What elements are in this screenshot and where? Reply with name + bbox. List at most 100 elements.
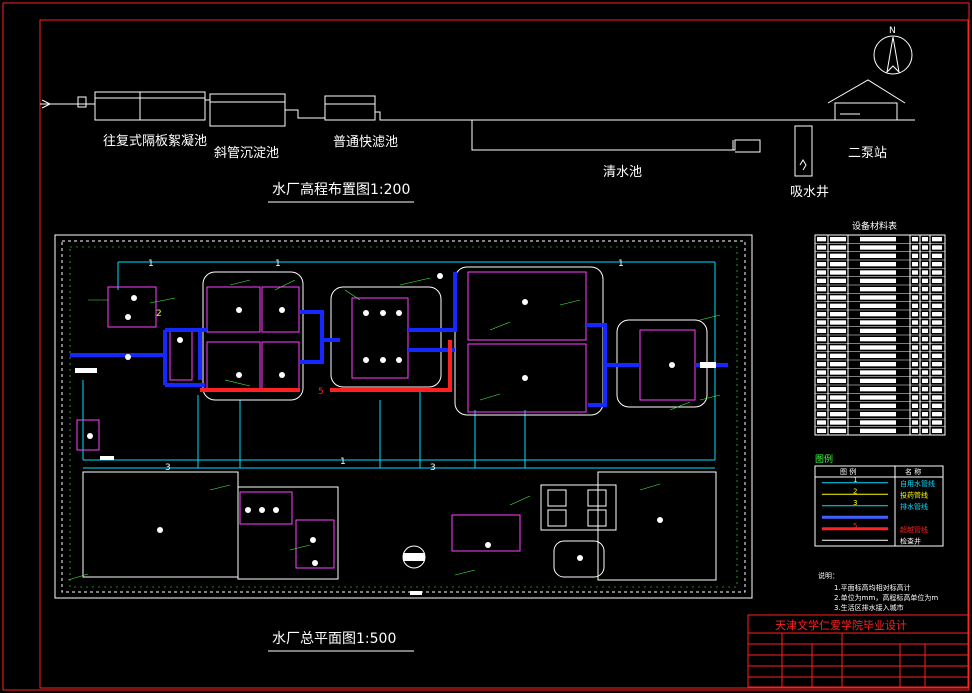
table-cell-glyph — [817, 420, 826, 425]
table-cell-glyph — [817, 412, 826, 417]
table-cell-glyph — [912, 403, 918, 408]
table-cell-glyph — [860, 337, 896, 342]
table-cell-glyph — [860, 412, 896, 417]
table-cell-glyph — [860, 312, 896, 317]
table-cell-glyph — [830, 403, 846, 408]
legend-row-name: 排水管线 — [900, 502, 928, 511]
table-cell-glyph — [830, 303, 846, 308]
table-cell-glyph — [912, 353, 918, 358]
table-cell-glyph — [860, 237, 896, 242]
table-cell-glyph — [817, 403, 826, 408]
table-cell-glyph — [912, 253, 918, 258]
table-cell-glyph — [860, 245, 896, 250]
table-cell-glyph — [932, 428, 942, 433]
table-cell-glyph — [932, 312, 942, 317]
table-cell-glyph — [860, 353, 896, 358]
table-cell-glyph — [860, 328, 896, 333]
legend-row-number: 5 — [853, 522, 857, 530]
table-cell-glyph — [912, 237, 918, 242]
table-cell-glyph — [912, 245, 918, 250]
table-cell-glyph — [830, 378, 846, 383]
table-cell-glyph — [830, 237, 846, 242]
table-cell-glyph — [932, 403, 942, 408]
legend-header-name: 名 称 — [905, 467, 921, 476]
table-cell-glyph — [817, 237, 826, 242]
table-cell-glyph — [922, 270, 928, 275]
table-cell-glyph — [830, 420, 846, 425]
table-cell-glyph — [817, 270, 826, 275]
table-cell-glyph — [922, 328, 928, 333]
table-cell-glyph — [922, 303, 928, 308]
equipment-table-rows — [815, 237, 945, 433]
table-cell-glyph — [830, 353, 846, 358]
table-cell-glyph — [817, 362, 826, 367]
table-cell-glyph — [860, 428, 896, 433]
table-cell-glyph — [912, 287, 918, 292]
table-cell-glyph — [860, 395, 896, 400]
legend-row-name: 超越管线 — [900, 525, 928, 534]
table-cell-glyph — [817, 328, 826, 333]
note-3: 3.生活区排水接入城市 — [834, 603, 904, 612]
legend-row-name: 检查井 — [900, 536, 921, 545]
table-cell-glyph — [922, 362, 928, 367]
table-cell-glyph — [830, 412, 846, 417]
table-cell-glyph — [932, 387, 942, 392]
pipe-number-1d: 1 — [340, 457, 346, 467]
table-cell-glyph — [922, 370, 928, 375]
table-cell-glyph — [912, 337, 918, 342]
plan-title: 水厂总平面图1:500 — [272, 631, 396, 647]
table-cell-glyph — [932, 345, 942, 350]
table-cell-glyph — [922, 278, 928, 283]
table-cell-glyph — [860, 262, 896, 267]
pipe-number-1c: 1 — [618, 259, 624, 269]
legend-row-name: 自用水管线 — [900, 479, 935, 488]
table-cell-glyph — [912, 270, 918, 275]
table-cell-glyph — [830, 387, 846, 392]
table-cell-glyph — [922, 353, 928, 358]
table-cell-glyph — [912, 303, 918, 308]
table-cell-glyph — [817, 253, 826, 258]
table-cell-glyph — [817, 295, 826, 300]
table-cell-glyph — [817, 303, 826, 308]
table-cell-glyph — [922, 337, 928, 342]
table-cell-glyph — [932, 370, 942, 375]
table-cell-glyph — [830, 320, 846, 325]
table-cell-glyph — [860, 362, 896, 367]
table-cell-glyph — [922, 412, 928, 417]
table-cell-glyph — [830, 428, 846, 433]
table-cell-glyph — [922, 237, 928, 242]
legend-table: 图 例 名 称 — [814, 465, 944, 547]
table-cell-glyph — [932, 328, 942, 333]
compass-north-label: N — [889, 26, 896, 36]
pipe-number-3b: 3 — [430, 463, 436, 473]
legend-header-symbol: 图 例 — [840, 467, 856, 476]
equipment-table-title: 设备材料表 — [852, 220, 897, 232]
table-cell-glyph — [932, 278, 942, 283]
table-cell-glyph — [817, 428, 826, 433]
table-cell-glyph — [922, 262, 928, 267]
table-cell-glyph — [922, 428, 928, 433]
table-cell-glyph — [830, 345, 846, 350]
inner-frame — [39, 19, 969, 689]
table-cell-glyph — [830, 245, 846, 250]
table-cell-glyph — [860, 303, 896, 308]
table-cell-glyph — [817, 395, 826, 400]
table-cell-glyph — [817, 287, 826, 292]
table-cell-glyph — [830, 287, 846, 292]
table-cell-glyph — [817, 245, 826, 250]
table-cell-glyph — [830, 253, 846, 258]
pipe-number-1a: 1 — [148, 259, 154, 269]
table-cell-glyph — [922, 295, 928, 300]
table-cell-glyph — [830, 370, 846, 375]
table-cell-glyph — [830, 328, 846, 333]
title-block: 天津文学仁爱学院毕业设计 — [747, 614, 969, 688]
table-cell-glyph — [817, 320, 826, 325]
table-cell-glyph — [860, 420, 896, 425]
table-cell-glyph — [912, 428, 918, 433]
table-cell-glyph — [922, 378, 928, 383]
elevation-title: 水厂高程布置图1:200 — [272, 181, 410, 198]
table-cell-glyph — [932, 303, 942, 308]
